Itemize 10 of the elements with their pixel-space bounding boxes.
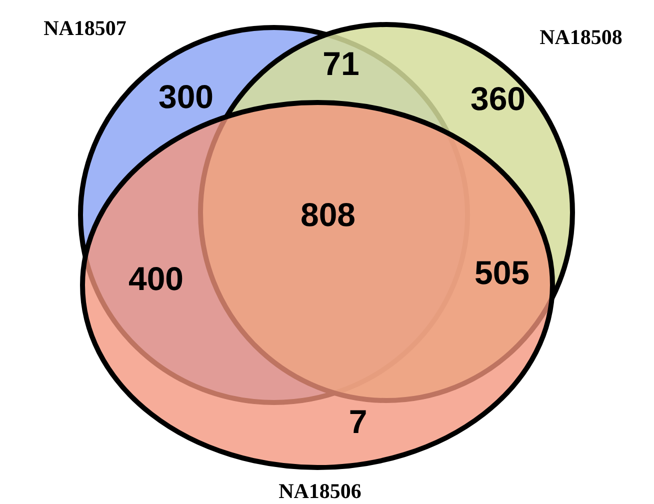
region-count: 71 xyxy=(322,47,360,80)
region-count: 7 xyxy=(348,405,368,438)
set-label: NA18507 xyxy=(42,15,128,42)
region-count: 360 xyxy=(469,82,527,115)
region-count: 300 xyxy=(157,80,215,113)
region-count: 808 xyxy=(299,198,357,231)
set-label: NA18506 xyxy=(278,478,362,504)
region-count: 505 xyxy=(473,256,531,289)
region-count: 400 xyxy=(127,262,185,295)
set-label: NA18508 xyxy=(538,24,624,51)
